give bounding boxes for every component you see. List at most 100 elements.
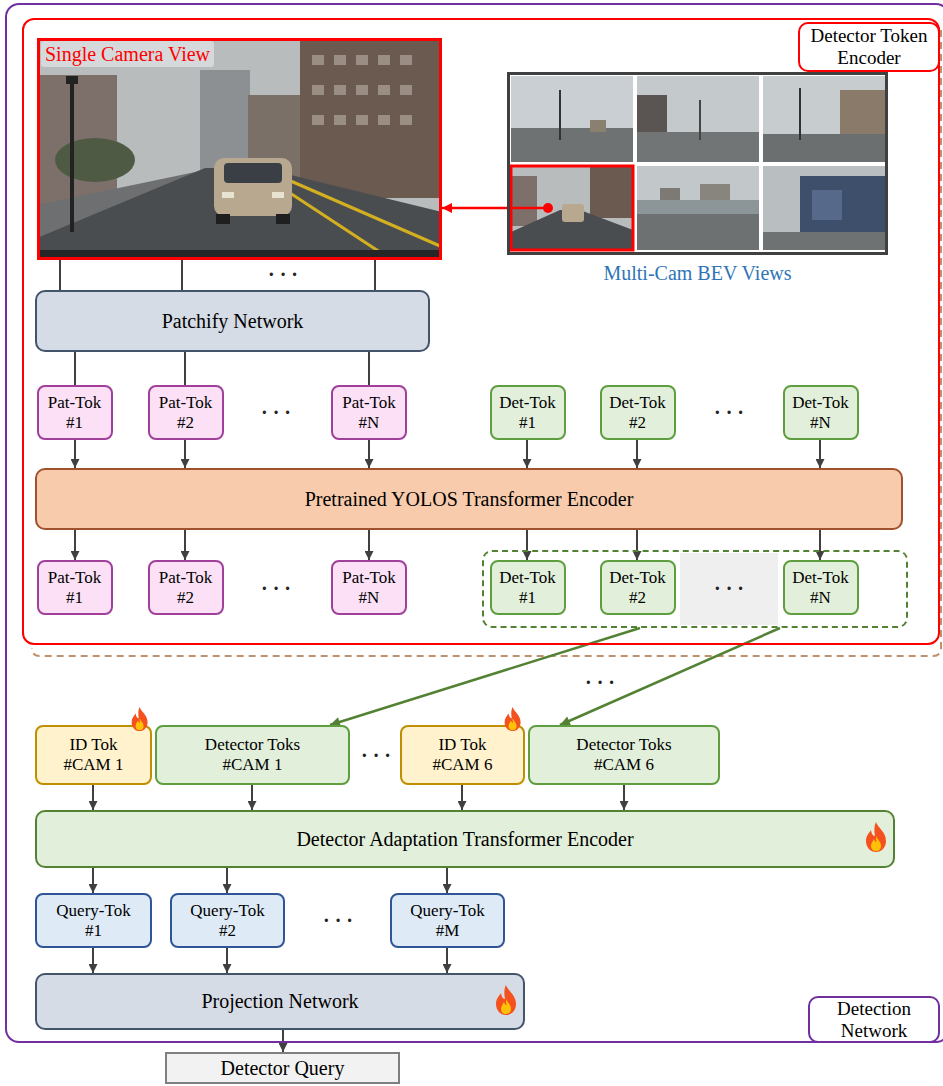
camera-photo — [378, 85, 390, 95]
dashed-outline — [32, 30, 941, 656]
ellipsis-label: · · · — [254, 574, 298, 602]
id-token: ID Tok #CAM 1 — [35, 725, 152, 785]
node-text: Pat-Tok #2 — [155, 568, 217, 607]
node-text: Detection Network — [824, 998, 924, 1042]
process-box: Projection Network — [35, 973, 525, 1030]
connector — [461, 785, 463, 810]
camera-thumbnails — [763, 134, 885, 162]
camera-thumbnails — [799, 88, 801, 140]
connector — [226, 868, 228, 893]
connector — [636, 530, 638, 560]
network-frame: Detection Network Detector Token Encoder S… — [5, 3, 943, 1043]
node-text: Query-Tok #1 — [51, 901, 136, 940]
detector-token: Det-Tok #N — [783, 385, 859, 440]
detector-token: Det-Tok #2 — [600, 385, 676, 440]
connector — [560, 628, 780, 725]
flame-icon — [132, 707, 148, 731]
detector-token: Det-Tok #N — [783, 560, 859, 615]
camera-photo — [66, 76, 78, 84]
node-text: Pat-Tok #1 — [44, 393, 106, 432]
connector — [526, 440, 528, 468]
query-token: Query-Tok #1 — [35, 893, 152, 948]
ellipsis-label: · · · — [707, 398, 751, 426]
encoder-box: Pretrained YOLOS Transformer Encoder — [35, 468, 903, 530]
connector — [623, 785, 625, 810]
query-token: Query-Tok #M — [390, 893, 505, 948]
connector — [74, 530, 76, 560]
node-text: Pat-Tok #1 — [44, 568, 106, 607]
node-text: Detector Toks #CAM 1 — [198, 735, 308, 774]
node-text: ID Tok #CAM 6 — [428, 735, 498, 774]
connector — [368, 352, 370, 385]
node-text: Pat-Tok #N — [338, 568, 400, 607]
connector — [368, 440, 370, 468]
detector-token: Det-Tok #1 — [490, 385, 566, 440]
id-token: ID Tok #CAM 6 — [400, 725, 525, 785]
ellipsis-label: · · · — [707, 574, 751, 602]
node-text: Single Camera View — [45, 43, 210, 66]
encoder-box: Detector Adaptation Transformer Encoder — [35, 810, 895, 868]
flame-icon — [501, 999, 511, 1014]
node-text: Det-Tok #2 — [607, 568, 669, 607]
ellipsis: · · · — [714, 398, 744, 426]
ellipsis-label: · · · — [261, 260, 305, 288]
camera-thumbnails — [511, 176, 537, 226]
connector — [446, 948, 448, 973]
node-text: Det-Tok #N — [790, 568, 852, 607]
camera-photo — [276, 214, 290, 224]
camera-photo — [400, 55, 412, 65]
camera-photo — [270, 172, 440, 246]
group-shading — [680, 553, 778, 625]
camera-thumbnails — [637, 76, 759, 162]
node-text: Pretrained YOLOS Transformer Encoder — [305, 488, 634, 511]
connector — [282, 1030, 284, 1052]
node-text: Det-Tok #1 — [497, 393, 559, 432]
ellipsis-label: · · · — [316, 906, 360, 934]
patch-token: Pat-Tok #N — [331, 560, 407, 615]
camera-photo — [37, 38, 442, 260]
node-text: Detector Adaptation Transformer Encoder — [296, 828, 633, 851]
detector-token: Det-Tok #2 — [600, 560, 676, 615]
connector — [92, 948, 94, 973]
ellipsis: · · · — [261, 398, 291, 426]
ellipsis: · · · — [268, 260, 298, 288]
connector — [819, 440, 821, 468]
camera-photo — [216, 214, 230, 224]
camera-photo — [334, 85, 346, 95]
connector — [74, 352, 76, 385]
camera-thumbnails — [509, 207, 548, 210]
connector — [636, 440, 638, 468]
camera-photo — [224, 163, 282, 183]
ellipsis: · · · — [714, 574, 744, 602]
flame-icon — [505, 707, 521, 731]
camera-thumbnails — [511, 128, 633, 162]
node-text: Multi-Cam BEV Views — [603, 262, 791, 285]
connector — [92, 785, 94, 810]
camera-photo — [312, 115, 324, 125]
node-text: Projection Network — [201, 990, 358, 1013]
encoder-frame: Detector Token Encoder Single Camera View… — [22, 18, 940, 645]
detector-token: Det-Tok #1 — [490, 560, 566, 615]
camera-photo — [300, 38, 442, 198]
node-label: Detection Network — [808, 996, 940, 1043]
camera-thumbnails — [590, 166, 633, 218]
patch-token: Pat-Tok #1 — [37, 385, 113, 440]
camera-photo — [312, 55, 324, 65]
flame-icon — [496, 985, 516, 1015]
camera-thumbnails — [763, 166, 885, 250]
connector — [184, 440, 186, 468]
ellipsis: · · · — [361, 741, 391, 769]
camera-thumbnails — [699, 100, 701, 140]
camera-photo — [356, 115, 368, 125]
node-label: Detector Token Encoder — [798, 22, 940, 72]
node-label: Single Camera View — [41, 41, 214, 67]
connector — [92, 868, 94, 893]
camera-thumbnails — [543, 203, 553, 213]
connector — [446, 868, 448, 893]
patch-token: Pat-Tok #1 — [37, 560, 113, 615]
camera-thumbnails — [590, 120, 606, 132]
camera-thumbnails — [637, 200, 759, 214]
ellipsis-label: · · · — [578, 668, 622, 696]
flame-icon — [505, 707, 521, 731]
flame-icon — [496, 985, 516, 1015]
